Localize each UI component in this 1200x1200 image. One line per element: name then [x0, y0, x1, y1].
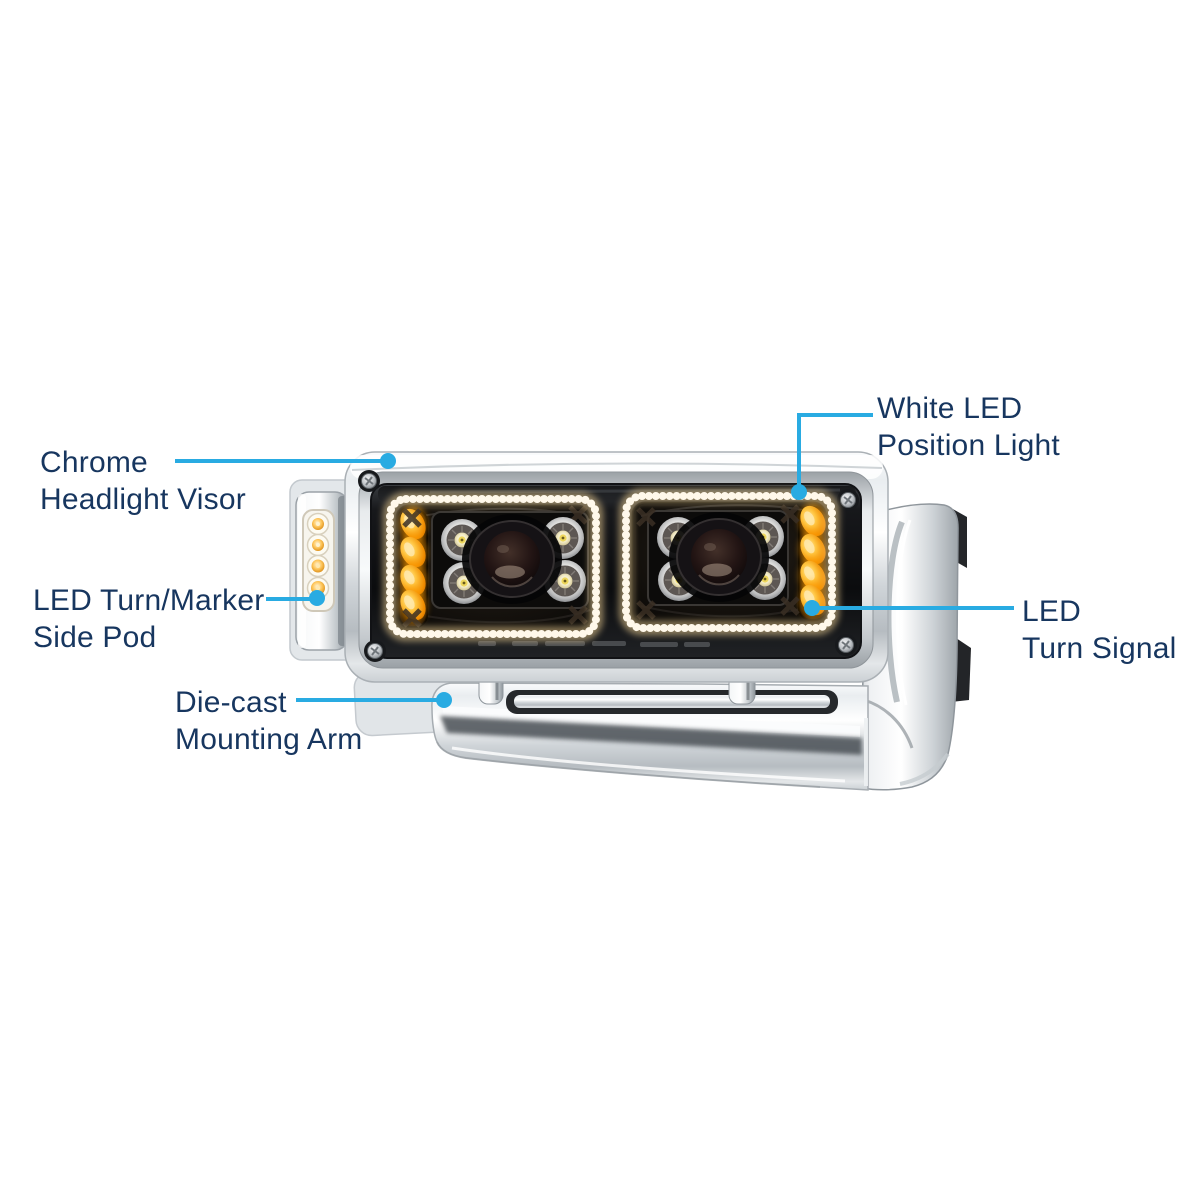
left-amber-turn-strip: [395, 504, 430, 628]
leader-lines: [175, 413, 1014, 702]
left-halo: [382, 491, 604, 642]
callout-line-1: Die-cast: [175, 686, 287, 719]
callout-line-1: LED: [1022, 595, 1081, 628]
callout-led-turn-marker-side-pod: LED Turn/Marker Side Pod: [33, 582, 264, 656]
dot-turn-signal: [804, 600, 820, 616]
leader-white-led: [797, 413, 873, 492]
dot-mounting-arm: [436, 692, 452, 708]
dot-side-pod: [309, 590, 325, 606]
side-pod-leds: [306, 512, 330, 600]
right-lamp-projector: [668, 511, 770, 603]
screw-bottom-right: [834, 633, 858, 657]
callout-white-led-position-light: White LED Position Light: [877, 390, 1060, 464]
callout-line-2: Turn Signal: [1022, 632, 1177, 665]
screw-top-left: [357, 469, 381, 493]
callout-line-2: Headlight Visor: [40, 483, 246, 516]
callout-led-turn-signal: LED Turn Signal: [1022, 593, 1177, 667]
callout-line-1: White LED: [877, 392, 1023, 425]
right-halo: [618, 488, 840, 636]
callout-chrome-headlight-visor: Chrome Headlight Visor: [40, 444, 246, 518]
callout-die-cast-mounting-arm: Die-cast Mounting Arm: [175, 684, 362, 758]
dot-white-led: [791, 484, 807, 500]
screw-top-right: [836, 488, 860, 512]
left-lamp: [382, 491, 604, 642]
right-lamp: [618, 488, 840, 636]
leader-dots: [309, 453, 820, 708]
dot-chrome-visor: [380, 453, 396, 469]
left-lamp-projector: [461, 513, 563, 605]
side-pod: [295, 491, 349, 651]
callout-line-1: Chrome: [40, 446, 148, 479]
callout-line-2: Side Pod: [33, 621, 157, 654]
bezel-marking: [478, 641, 710, 647]
callout-line-1: LED Turn/Marker: [33, 584, 265, 617]
screw-bottom-left: [363, 639, 387, 663]
callout-line-2: Mounting Arm: [175, 723, 363, 756]
callout-line-2: Position Light: [877, 429, 1060, 462]
